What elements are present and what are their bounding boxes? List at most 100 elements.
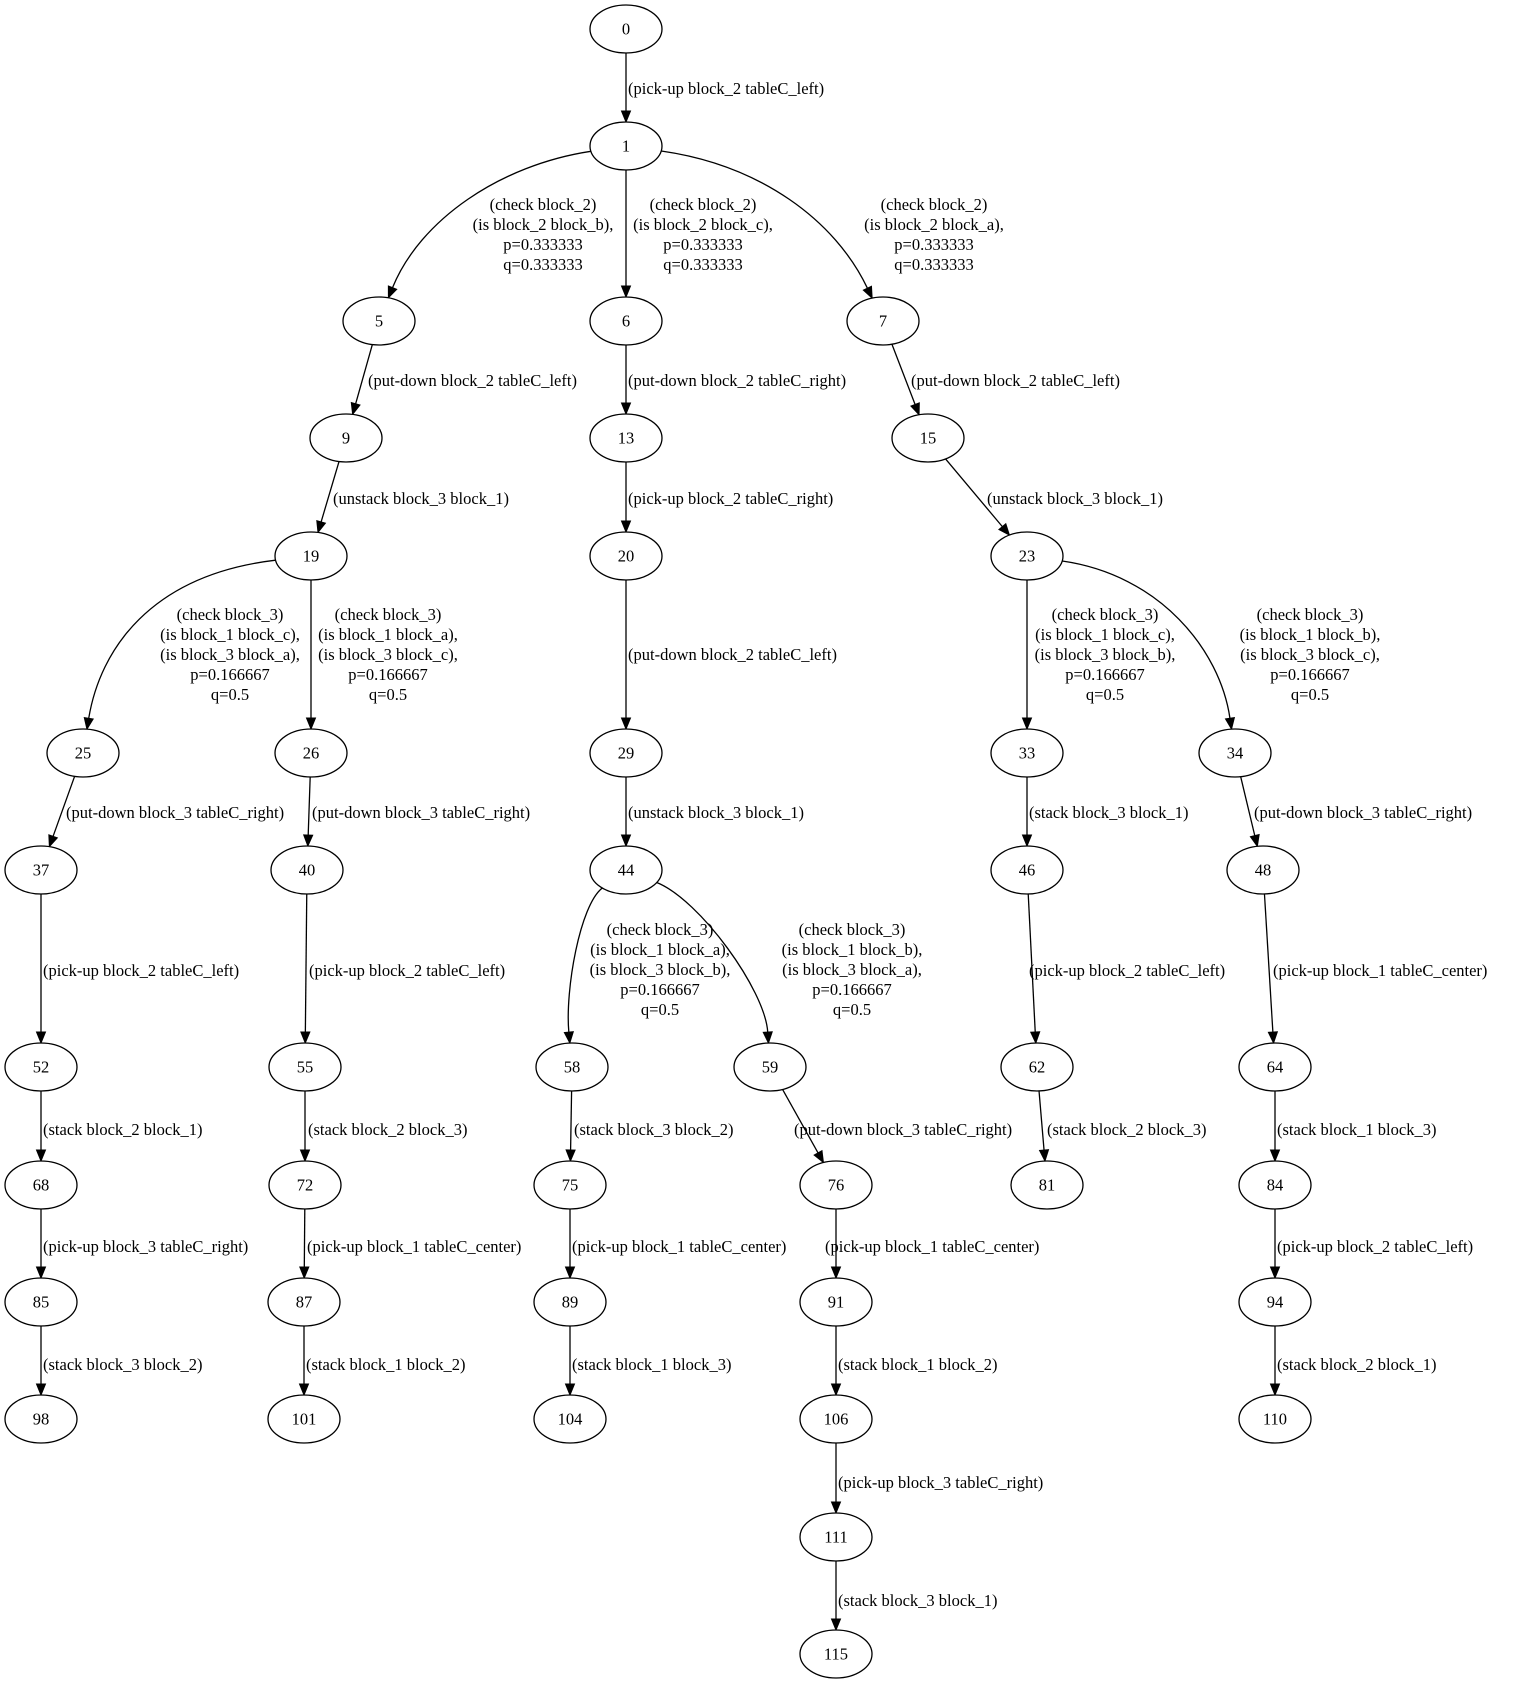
arrowhead-icon xyxy=(299,1266,310,1280)
arrowhead-icon xyxy=(299,1149,311,1163)
state-node-label: 68 xyxy=(33,1176,50,1195)
state-node-46: 46 xyxy=(990,845,1064,895)
edge-75-89: (pick-up block_1 tableC_center) xyxy=(564,1209,786,1280)
state-node-1: 1 xyxy=(589,121,663,171)
edge-label: q=0.5 xyxy=(641,1000,679,1019)
state-node-shape xyxy=(589,728,663,778)
state-node-shape xyxy=(799,1512,873,1562)
edge-111-115: (stack block_3 block_1) xyxy=(830,1561,997,1632)
edge-62-81: (stack block_2 block_3) xyxy=(1038,1090,1206,1163)
state-node-label: 110 xyxy=(1263,1410,1287,1429)
edge-label: (is block_2 block_b), xyxy=(473,215,614,234)
state-node-shape xyxy=(533,1394,607,1444)
arrowhead-icon xyxy=(300,1031,311,1045)
edge-label: (put-down block_2 tableC_left) xyxy=(911,371,1120,390)
edge-label: (is block_3 block_c), xyxy=(318,645,458,664)
edge-1-6: (check block_2)(is block_2 block_c),p=0.… xyxy=(620,170,773,299)
edge-85-98: (stack block_3 block_2) xyxy=(35,1326,202,1397)
state-node-shape xyxy=(268,1160,342,1210)
arrowhead-icon xyxy=(830,1618,842,1632)
state-node-34: 34 xyxy=(1198,728,1272,778)
arrowhead-icon xyxy=(563,1031,575,1045)
state-node-19: 19 xyxy=(274,531,348,581)
edges-layer: (pick-up block_2 tableC_left)(check bloc… xyxy=(35,53,1487,1632)
edge-label: (check block_3) xyxy=(799,920,906,939)
state-node-shape xyxy=(267,1277,341,1327)
state-node-94: 94 xyxy=(1238,1277,1312,1327)
state-node-label: 9 xyxy=(342,429,350,448)
state-node-shape xyxy=(4,1042,78,1092)
state-node-shape xyxy=(891,413,965,463)
arrowhead-icon xyxy=(1029,1031,1041,1045)
edge-1-5: (check block_2)(is block_2 block_b),p=0.… xyxy=(387,150,614,300)
state-node-label: 84 xyxy=(1267,1176,1284,1195)
state-node-shape xyxy=(1198,728,1272,778)
edge-72-87: (pick-up block_1 tableC_center) xyxy=(299,1208,521,1280)
state-node-label: 89 xyxy=(562,1293,579,1312)
state-node-label: 46 xyxy=(1019,861,1036,880)
arrowhead-icon xyxy=(620,110,632,124)
state-node-91: 91 xyxy=(799,1277,873,1327)
edge-label: (unstack block_3 block_1) xyxy=(333,489,509,508)
state-node-shape xyxy=(4,845,78,895)
state-node-9: 9 xyxy=(309,413,383,463)
arrowhead-icon xyxy=(564,1266,576,1280)
edge-label: (stack block_2 block_3) xyxy=(1047,1120,1206,1139)
edge-label: (pick-up block_1 tableC_center) xyxy=(825,1237,1039,1256)
edge-label: (stack block_2 block_3) xyxy=(308,1120,467,1139)
state-node-shape xyxy=(846,296,920,346)
state-node-shape xyxy=(342,296,416,346)
edge-label: (is block_1 block_b), xyxy=(1240,625,1381,644)
edge-label: (put-down block_2 tableC_left) xyxy=(628,645,837,664)
edge-label: q=0.5 xyxy=(833,1000,871,1019)
edge-label: (check block_2) xyxy=(650,195,757,214)
state-node-label: 101 xyxy=(292,1410,317,1429)
edge-label: (put-down block_2 tableC_right) xyxy=(628,371,846,390)
edge-label: (stack block_3 block_1) xyxy=(1029,803,1188,822)
state-node-115: 115 xyxy=(799,1629,873,1679)
edge-48-64: (pick-up block_1 tableC_center) xyxy=(1263,893,1487,1045)
state-node-label: 58 xyxy=(564,1058,581,1077)
edge-label: (check block_3) xyxy=(335,605,442,624)
arrowhead-icon xyxy=(1267,1031,1279,1045)
state-node-label: 34 xyxy=(1227,744,1244,763)
state-node-52: 52 xyxy=(4,1042,78,1092)
edge-23-34: (check block_3)(is block_1 block_b),(is … xyxy=(1062,560,1381,731)
state-node-label: 76 xyxy=(828,1176,845,1195)
state-node-label: 19 xyxy=(303,547,320,566)
state-node-label: 62 xyxy=(1029,1058,1046,1077)
arrowhead-icon xyxy=(620,402,632,416)
arrowhead-icon xyxy=(35,1031,47,1045)
edge-label: (unstack block_3 block_1) xyxy=(628,803,804,822)
edge-label: p=0.333333 xyxy=(894,235,973,254)
arrowhead-icon xyxy=(1249,833,1260,848)
state-node-75: 75 xyxy=(533,1160,607,1210)
edge-19-26: (check block_3)(is block_1 block_a),(is … xyxy=(305,580,458,731)
edge-33-46: (stack block_3 block_1) xyxy=(1021,777,1188,848)
state-node-label: 111 xyxy=(824,1528,848,1547)
arrowhead-icon xyxy=(35,1149,47,1163)
edge-26-40: (put-down block_3 tableC_right) xyxy=(302,776,530,848)
state-node-label: 55 xyxy=(297,1058,314,1077)
arrowhead-icon xyxy=(620,717,632,731)
state-node-label: 26 xyxy=(303,744,320,763)
edge-line xyxy=(569,1090,573,1151)
edge-label: (stack block_3 block_2) xyxy=(574,1120,733,1139)
edge-label: q=0.333333 xyxy=(894,255,973,274)
state-node-shape xyxy=(990,531,1064,581)
state-node-label: 37 xyxy=(33,861,50,880)
arrowhead-icon xyxy=(83,716,94,731)
edge-44-59: (check block_3)(is block_1 block_b),(is … xyxy=(656,881,922,1045)
edge-9-19: (unstack block_3 block_1) xyxy=(316,461,509,534)
state-node-26: 26 xyxy=(274,728,348,778)
edge-label: p=0.166667 xyxy=(348,665,427,684)
state-node-101: 101 xyxy=(267,1394,341,1444)
edge-label: p=0.166667 xyxy=(190,665,269,684)
state-node-shape xyxy=(1226,845,1300,895)
edge-label: (stack block_3 block_1) xyxy=(838,1591,997,1610)
edge-label: (check block_2) xyxy=(881,195,988,214)
arrowhead-icon xyxy=(350,401,361,416)
state-node-shape xyxy=(46,728,120,778)
state-node-label: 81 xyxy=(1039,1176,1056,1195)
arrowhead-icon xyxy=(862,285,873,300)
